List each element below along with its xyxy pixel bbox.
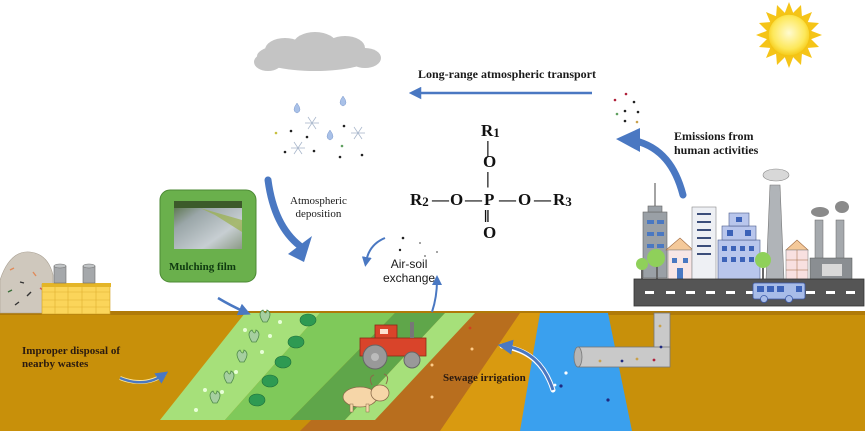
field-strip-2 (225, 313, 395, 420)
air-soil-exchange-line1: Air-soil (390, 257, 428, 271)
atmospheric-deposition-line2: deposition (295, 207, 342, 220)
molecule-bond-left-1: — (432, 190, 449, 209)
molecule-O-bottom: O (483, 223, 497, 242)
molecule-R3-subscript: 3 (565, 194, 572, 209)
pollutant-dot (430, 395, 434, 399)
crops-light (209, 309, 271, 404)
molecule-double-bond: ‖ (484, 207, 490, 226)
crops-dark (248, 313, 317, 407)
cloud-icon (254, 32, 381, 71)
emissions-label-line2: human activities (674, 142, 759, 157)
pollutant-dot (606, 398, 610, 402)
emission-particles (613, 92, 640, 124)
molecule-R2-letter: R (410, 190, 423, 209)
sewage-pipe (573, 312, 671, 368)
pollutant-dot (559, 384, 563, 388)
molecule-O-top: O (483, 152, 497, 171)
mulching-arrow (217, 296, 251, 316)
bus-icon (752, 282, 806, 303)
molecule-bond-right-2: — (534, 190, 551, 209)
deposition-arrow-head (288, 236, 312, 262)
air-soil-exchange-label: Air-soil exchange (383, 257, 436, 286)
mulching-film-card (159, 189, 257, 283)
atmospheric-deposition-label: Atmospheric deposition (290, 195, 347, 220)
improper-disposal-line1: Improper disposal of (22, 345, 121, 357)
tractor (359, 322, 427, 370)
disposal-arrow (119, 371, 169, 384)
sewage-irrigation-label: Sewage irrigation (443, 372, 526, 384)
air-soil-arrow-up (431, 275, 442, 313)
emissions-label: Emissions from human activities (674, 129, 759, 158)
emissions-arrow-head (616, 128, 640, 152)
molecule-R1: R1 (481, 121, 500, 141)
molecule-R3: R3 (553, 190, 572, 210)
sun-icon (756, 2, 822, 68)
pollutant-dot (430, 363, 434, 367)
molecule-bond-right-1: — (499, 190, 516, 209)
molecule-R2: R2 (410, 190, 429, 210)
molecule-bond-left-2: — (465, 190, 482, 209)
raindrop-icons (293, 95, 347, 141)
long-range-transport-label: Long-range atmospheric transport (418, 67, 596, 81)
molecule-R1-letter: R (481, 121, 494, 140)
mulch-granules (194, 320, 282, 412)
improper-disposal-line2: nearby wastes (22, 357, 89, 370)
emissions-label-line1: Emissions from (674, 129, 754, 143)
city-skyline (633, 168, 865, 307)
waste-bins-wall (41, 263, 111, 315)
molecule-O-left: O (450, 190, 464, 209)
air-soil-arrow-down (361, 237, 386, 267)
molecule-R3-letter: R (553, 190, 566, 209)
pollutant-dot (470, 347, 474, 351)
field-strip-1 (160, 313, 320, 420)
molecule-R2-subscript: 2 (422, 194, 429, 209)
molecule-bond-mid: | (486, 169, 490, 188)
air-soil-exchange-line2: exchange (383, 270, 436, 285)
water-channel (520, 313, 632, 431)
sewage-arrow (497, 339, 555, 391)
air-soil-particles (398, 236, 438, 257)
pollutant-dot (468, 326, 472, 330)
molecule-P: P (484, 190, 495, 209)
pollutant-dot (553, 383, 557, 387)
molecule-O-right: O (518, 190, 532, 209)
cattle (342, 373, 390, 413)
pollutant-particles-cloud (274, 124, 364, 159)
snowflake-icons (291, 116, 365, 155)
molecule-bond-top: | (486, 138, 490, 157)
molecule-R1-subscript: 1 (493, 125, 500, 140)
improper-disposal-label: Improper disposal of nearby wastes (22, 345, 120, 370)
atmospheric-deposition-line1: Atmospheric (290, 195, 347, 207)
pollutant-dot (564, 371, 568, 375)
mulching-film-label: Mulching film (169, 261, 236, 273)
deposition-arrow (264, 176, 304, 250)
emissions-arrow (628, 136, 687, 199)
